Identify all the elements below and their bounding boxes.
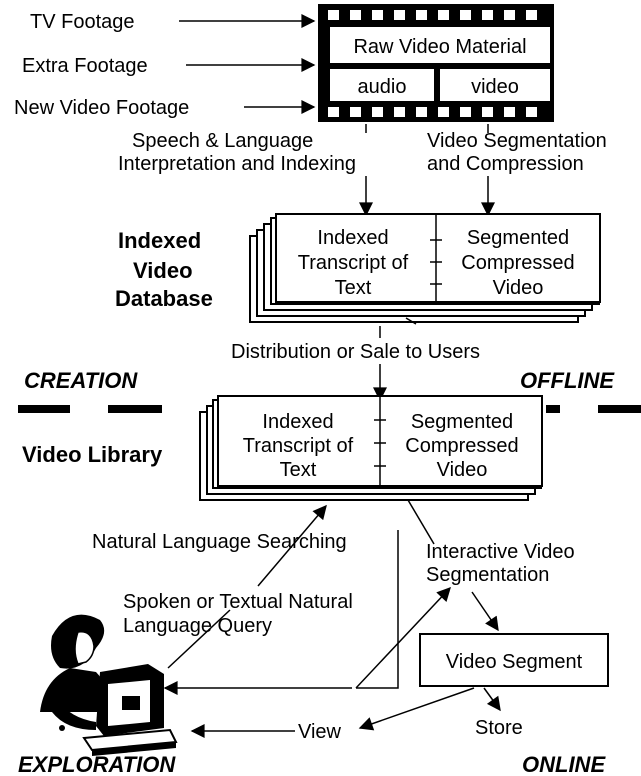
sprocket-hole bbox=[328, 10, 339, 20]
database-video-line-1: Segmented bbox=[467, 227, 569, 249]
exploration-mode-label: EXPLORATION bbox=[18, 752, 176, 776]
library-transcript-line-2: Transcript of bbox=[243, 435, 354, 457]
segment-to-store-arrow bbox=[483, 687, 501, 712]
video-cell bbox=[440, 69, 550, 101]
library-video-line-2: Compressed bbox=[405, 435, 518, 457]
raw-video-title-cell bbox=[330, 27, 550, 63]
tv-footage-label: TV Footage bbox=[30, 11, 135, 33]
interactive-segmentation-label-1: Interactive Video bbox=[426, 541, 575, 563]
audio-label: audio bbox=[358, 76, 407, 98]
sprocket-hole bbox=[460, 10, 471, 20]
library-to-user-line bbox=[356, 530, 399, 689]
sprocket-hole bbox=[328, 107, 339, 117]
sprocket-hole bbox=[372, 10, 383, 20]
sprocket-hole bbox=[482, 107, 493, 117]
view-label: View bbox=[298, 721, 342, 743]
database-video-line-2: Compressed bbox=[461, 252, 574, 274]
query-leader-line bbox=[167, 609, 231, 669]
creation-mode-label: CREATION bbox=[24, 368, 138, 393]
sprocket-hole bbox=[416, 10, 427, 20]
search-arrow bbox=[257, 504, 327, 587]
segmentation-to-segment-arrow bbox=[471, 591, 499, 632]
audio-cell bbox=[330, 69, 434, 101]
sprocket-hole bbox=[504, 10, 515, 20]
video-segment-label: Video Segment bbox=[446, 651, 583, 673]
natural-language-searching-label: Natural Language Searching bbox=[92, 531, 347, 553]
sprocket-hole bbox=[438, 107, 449, 117]
database-transcript-line-1: Indexed bbox=[317, 227, 388, 249]
library-transcript-line-3: Text bbox=[280, 459, 317, 481]
database-front-card bbox=[275, 213, 601, 303]
interactive-segmentation-label-2: Segmentation bbox=[426, 564, 549, 586]
query-label-1: Spoken or Textual Natural bbox=[123, 591, 353, 613]
database-label-1: Indexed bbox=[118, 228, 201, 253]
extra-footage-label: Extra Footage bbox=[22, 55, 148, 77]
video-library-stack bbox=[199, 395, 543, 501]
speech-language-label-2: Interpretation and Indexing bbox=[118, 153, 356, 175]
video-segmentation-label-1: Video Segmentation bbox=[427, 130, 607, 152]
indexed-video-database-stack bbox=[249, 213, 601, 325]
sprocket-hole bbox=[504, 107, 515, 117]
film-sprockets-top bbox=[328, 10, 537, 20]
library-video-line-1: Segmented bbox=[411, 411, 513, 433]
sprocket-hole bbox=[372, 107, 383, 117]
sprocket-hole bbox=[350, 10, 361, 20]
distribution-label: Distribution or Sale to Users bbox=[231, 341, 480, 363]
database-label-3: Database bbox=[115, 286, 213, 311]
speech-language-label-1: Speech & Language bbox=[132, 130, 313, 152]
online-mode-label: ONLINE bbox=[522, 752, 606, 776]
offline-mode-label: OFFLINE bbox=[520, 368, 615, 393]
sprocket-hole bbox=[526, 107, 537, 117]
sprocket-hole bbox=[482, 10, 493, 20]
sprocket-hole bbox=[416, 107, 427, 117]
film-sprockets-bottom bbox=[328, 107, 537, 117]
video-segmentation-label-2: and Compression bbox=[427, 153, 584, 175]
sprocket-hole bbox=[394, 107, 405, 117]
new-video-footage-label: New Video Footage bbox=[14, 97, 189, 119]
database-video-line-3: Video bbox=[493, 277, 544, 299]
store-label: Store bbox=[475, 717, 523, 739]
raw-video-title: Raw Video Material bbox=[353, 36, 526, 58]
database-transcript-line-3: Text bbox=[335, 277, 372, 299]
video-segment-box bbox=[419, 633, 609, 687]
sprocket-hole bbox=[438, 10, 449, 20]
query-label-2: Language Query bbox=[123, 615, 272, 637]
library-to-segmentation-line bbox=[407, 499, 435, 545]
segment-to-view-arrow bbox=[358, 687, 475, 731]
library-transcript-line-1: Indexed bbox=[262, 411, 333, 433]
user-to-segmentation-arrow bbox=[355, 586, 451, 689]
sprocket-hole bbox=[394, 10, 405, 20]
sprocket-hole bbox=[350, 107, 361, 117]
video-label: video bbox=[471, 76, 519, 98]
database-label-2: Video bbox=[133, 258, 193, 283]
sprocket-hole bbox=[526, 10, 537, 20]
sprocket-hole bbox=[460, 107, 471, 117]
video-library-label: Video Library bbox=[22, 442, 163, 467]
database-transcript-line-2: Transcript of bbox=[298, 252, 409, 274]
raw-video-film-strip: Raw Video Material audio video bbox=[318, 4, 554, 122]
library-video-line-3: Video bbox=[437, 459, 488, 481]
user-at-computer-icon bbox=[40, 614, 178, 756]
